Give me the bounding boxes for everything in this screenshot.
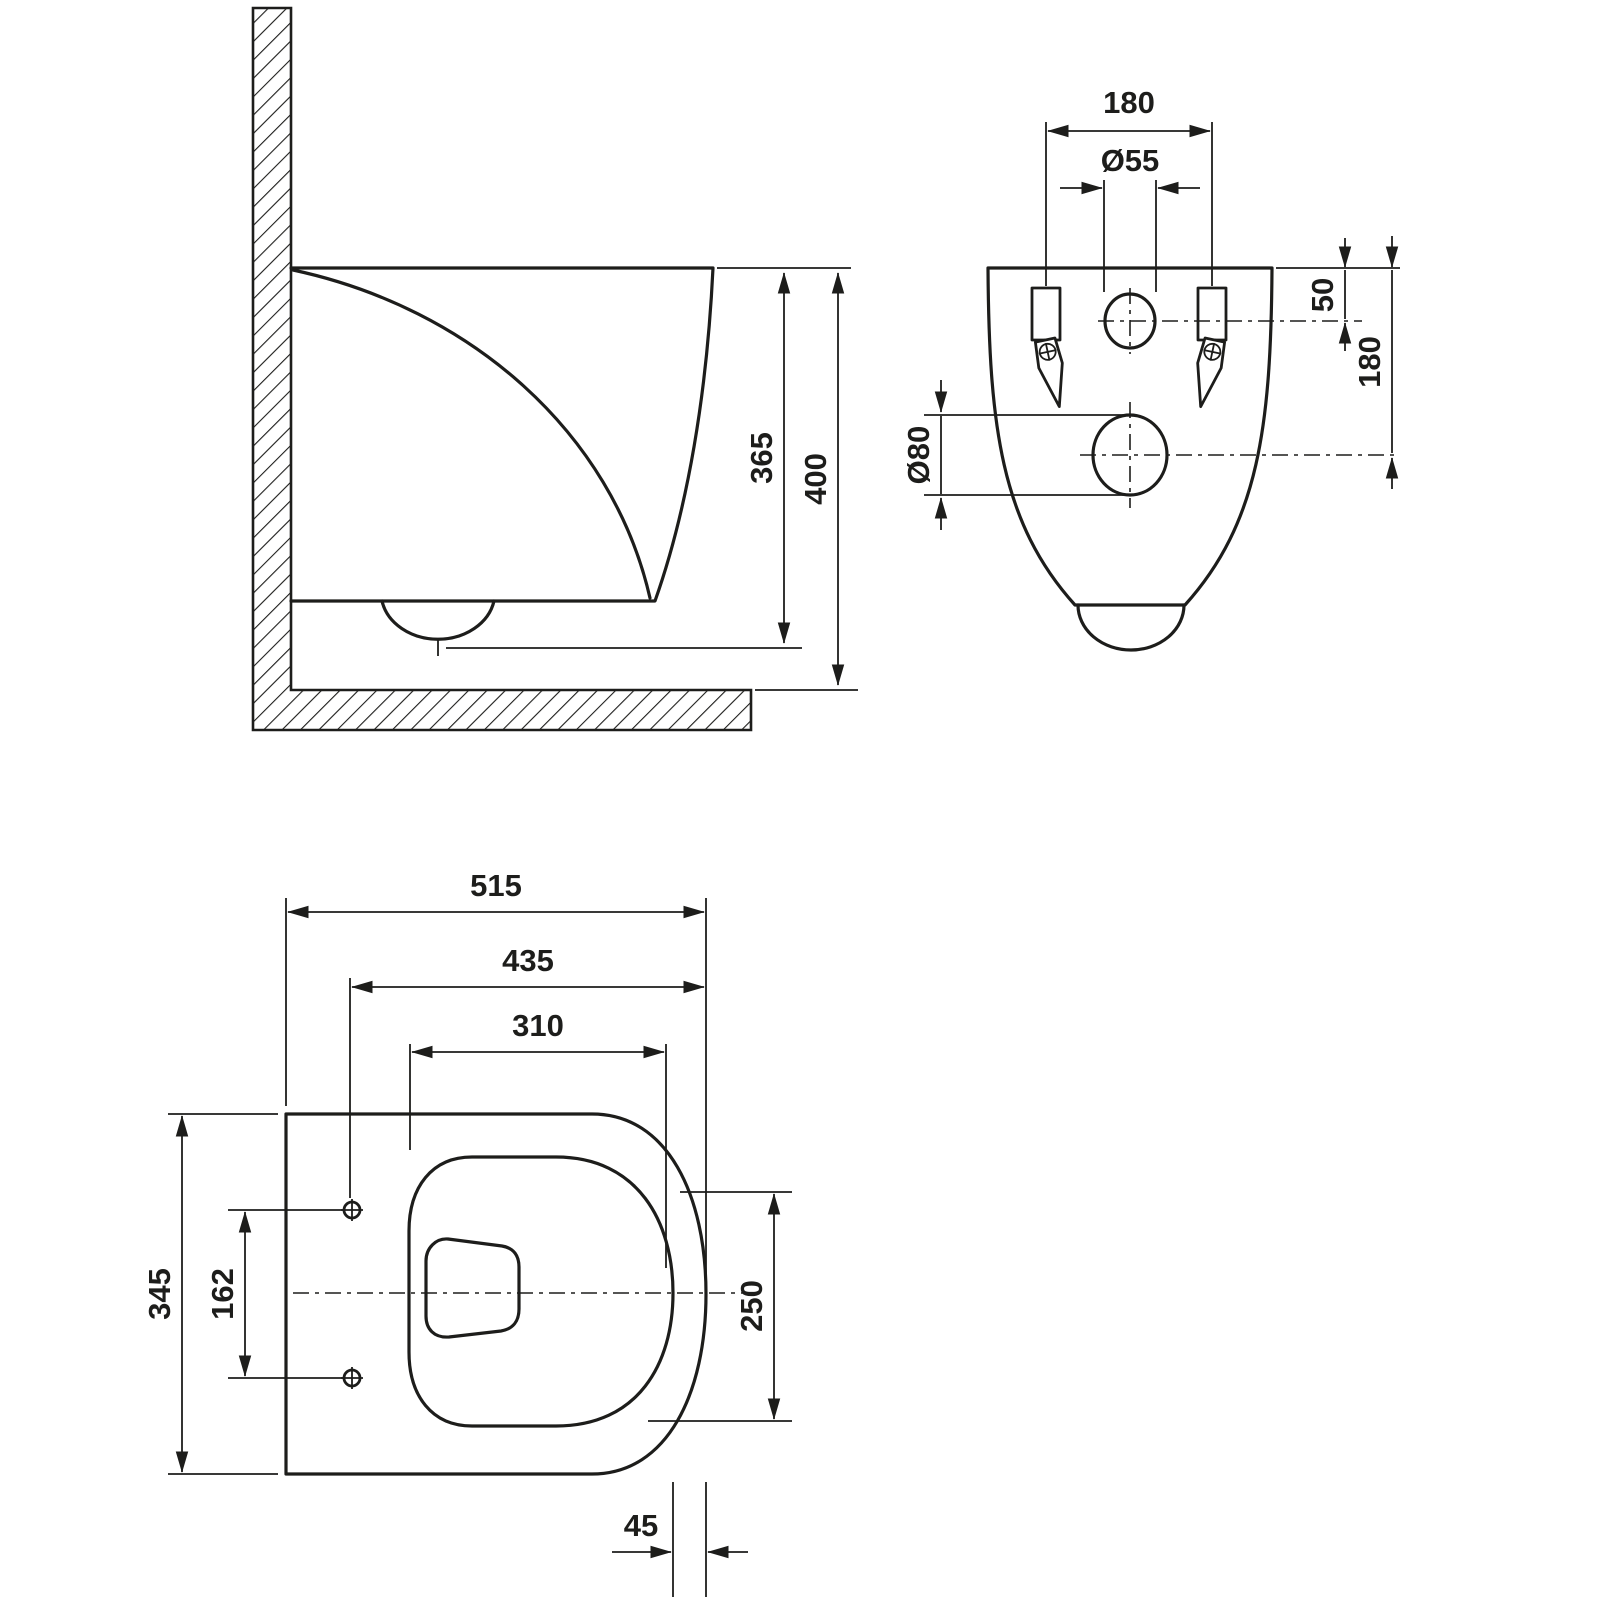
dim-180-right-label: 180 bbox=[1352, 336, 1387, 388]
keyhole-cross-v bbox=[1044, 342, 1051, 361]
seat-opening bbox=[407, 1155, 675, 1428]
side-view: 365 400 bbox=[251, 6, 858, 732]
toilet-side-profile bbox=[289, 266, 715, 603]
dimension-310: 310 bbox=[409, 1008, 667, 1268]
dim-o80-label: Ø80 bbox=[901, 426, 936, 485]
keyhole-shape bbox=[1033, 336, 1064, 409]
fixing-slot-left bbox=[1030, 286, 1062, 342]
fixing-slot-right bbox=[1196, 286, 1228, 342]
dimension-345: 345 bbox=[142, 1113, 278, 1475]
dim-250-label: 250 bbox=[734, 1280, 769, 1332]
dimension-o80: Ø80 bbox=[901, 380, 1128, 530]
dim-345-label: 345 bbox=[142, 1268, 177, 1320]
dimension-515: 515 bbox=[285, 868, 707, 1288]
dimension-435: 435 bbox=[349, 943, 705, 1198]
dim-o55-label: Ø55 bbox=[1101, 143, 1160, 178]
wall-floor-section bbox=[251, 6, 753, 732]
dim-162-label: 162 bbox=[205, 1268, 240, 1320]
keyhole-shape bbox=[1196, 336, 1227, 409]
dimension-162: 162 bbox=[205, 1209, 344, 1379]
dimension-180-right: 180 bbox=[1352, 236, 1399, 489]
mounting-keyhole-left bbox=[1033, 336, 1064, 409]
dimension-180-top: 180 bbox=[1045, 85, 1213, 286]
drain-arc-side bbox=[380, 599, 496, 641]
dim-50-label: 50 bbox=[1305, 278, 1340, 312]
rear-view: 180 Ø55 50 180 Ø80 bbox=[901, 85, 1400, 652]
bowl-inner-curve bbox=[291, 268, 652, 600]
dimension-365: 365 bbox=[446, 267, 851, 649]
dimension-400: 400 bbox=[755, 272, 858, 691]
dimension-50: 50 bbox=[1305, 238, 1352, 351]
top-view: 515 435 310 345 162 bbox=[142, 868, 792, 1597]
dim-365-label: 365 bbox=[744, 432, 779, 484]
dim-400-label: 400 bbox=[798, 453, 833, 505]
keyhole-cross-v bbox=[1209, 342, 1216, 361]
mounting-keyhole-right bbox=[1196, 336, 1227, 409]
dim-515-label: 515 bbox=[470, 868, 522, 903]
flush-hole bbox=[424, 1237, 521, 1339]
drain-arc-rear bbox=[1076, 603, 1186, 652]
dimension-45: 45 bbox=[612, 1482, 748, 1597]
dim-45-label: 45 bbox=[624, 1508, 658, 1543]
toilet-top-outline bbox=[284, 1112, 708, 1476]
dimension-250: 250 bbox=[648, 1191, 792, 1422]
dimension-o55: Ø55 bbox=[1060, 143, 1200, 292]
dim-180-top-label: 180 bbox=[1103, 85, 1155, 120]
dim-435-label: 435 bbox=[502, 943, 554, 978]
dim-310-label: 310 bbox=[512, 1008, 564, 1043]
